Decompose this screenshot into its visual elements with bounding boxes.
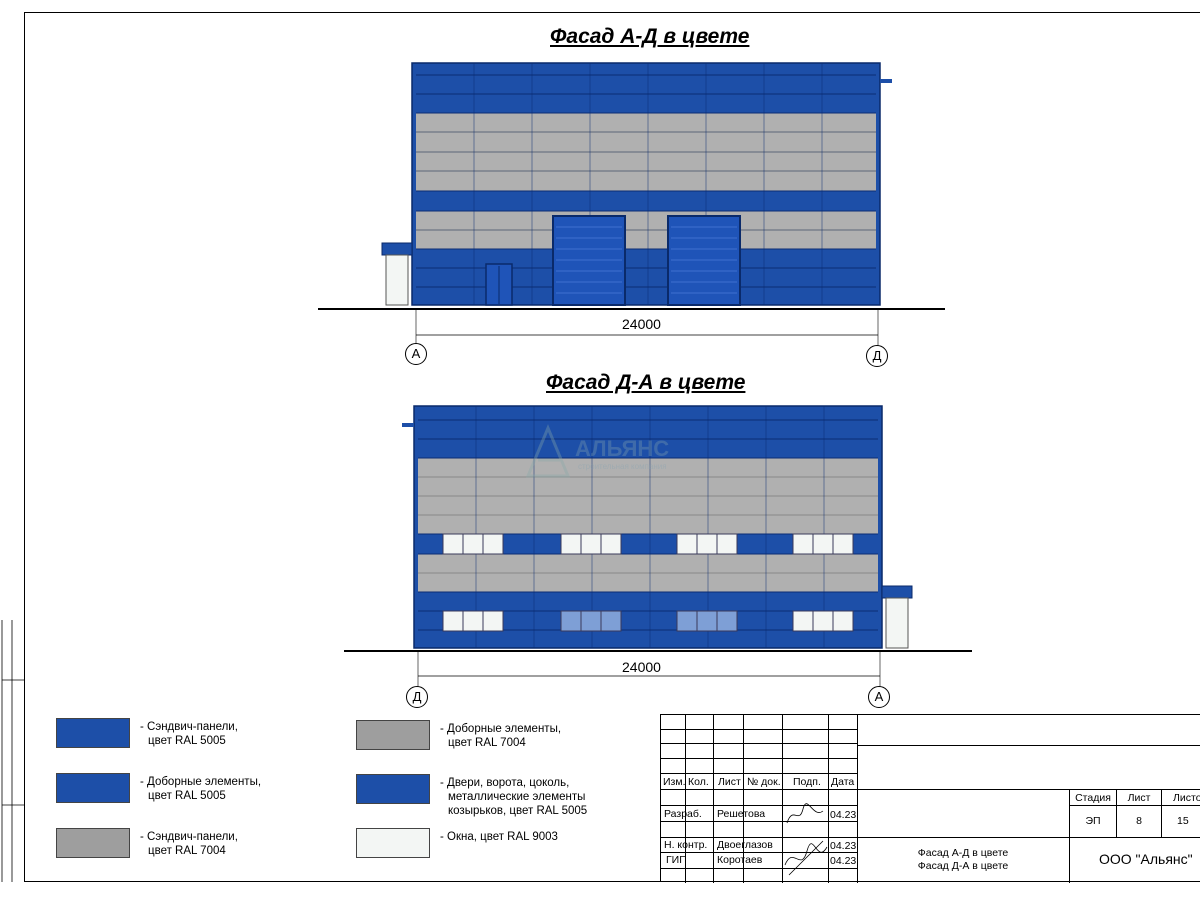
- row-name: Двоеглазов: [717, 839, 773, 851]
- company-watermark: АЛЬЯНС строительная компания: [520, 420, 700, 480]
- legend-swatch: [56, 773, 130, 803]
- legend-line: - Доборные элементы,: [440, 723, 562, 735]
- legend-line: цвет RAL 5005: [148, 735, 226, 747]
- facade-bottom-title: Фасад Д-А в цвете: [546, 371, 746, 394]
- title-block: Изм. Кол. Лист № док. Подп. Дата Разраб.…: [660, 714, 1200, 883]
- watermark-subtitle: строительная компания: [578, 462, 667, 471]
- facade-bottom-axis-right: А: [868, 686, 890, 708]
- row-date: 04.23: [830, 855, 857, 867]
- row-role: ГИП: [666, 854, 687, 866]
- facade-top-title: Фасад А-Д в цвете: [550, 25, 750, 48]
- legend-line: - Сэндвич-панели,: [140, 831, 238, 843]
- facade-bottom-porch: [881, 585, 913, 649]
- header-data: Дата: [831, 776, 855, 788]
- legend-item: - Сэндвич-панели, цвет RAL 7004: [56, 828, 238, 858]
- stage-value: ЭП: [1085, 815, 1101, 827]
- header-list: Лист: [718, 776, 741, 788]
- facade-top-dimension: 24000: [622, 316, 661, 332]
- legend-line: козырьков, цвет RAL 5005: [448, 805, 588, 817]
- legend-swatch: [356, 720, 430, 750]
- sheets-label: Листов: [1173, 792, 1200, 804]
- drawing-frame: [24, 12, 1200, 882]
- row-date: 04.23: [830, 809, 857, 821]
- windows-lower: [442, 610, 854, 632]
- row-role: Н. контр.: [664, 839, 708, 851]
- legend-line: - Окна, цвет RAL 9003: [440, 831, 558, 843]
- legend-line: цвет RAL 5005: [148, 790, 226, 802]
- row-role: Разраб.: [664, 808, 702, 820]
- facade-bottom-dimension: 24000: [622, 659, 661, 675]
- gate-right: [667, 215, 741, 306]
- facade-bottom-building: [402, 405, 883, 649]
- facade-bottom-axis-left: Д: [406, 686, 428, 708]
- header-podp: Подп.: [793, 776, 821, 788]
- doc-title-2: Фасад Д-А в цвете: [917, 860, 1009, 872]
- legend-line: цвет RAL 7004: [448, 737, 526, 749]
- legend-swatch: [356, 828, 430, 858]
- sheets-value: 15: [1177, 815, 1189, 827]
- header-kol: Кол.: [688, 776, 709, 788]
- legend-line: - Двери, ворота, цоколь,: [440, 777, 570, 789]
- legend-item: - Доборные элементы, цвет RAL 5005: [56, 773, 261, 803]
- legend-line: - Сэндвич-панели,: [140, 721, 238, 733]
- sheet-value: 8: [1136, 815, 1142, 827]
- legend-swatch: [56, 718, 130, 748]
- row-name: Коротаев: [717, 854, 763, 866]
- legend-item: - Доборные элементы, цвет RAL 7004: [356, 720, 561, 750]
- facade-top-porch: [381, 242, 413, 306]
- legend-swatch: [56, 828, 130, 858]
- legend-item: - Сэндвич-панели, цвет RAL 5005: [56, 718, 238, 748]
- legend-swatch: [356, 774, 430, 804]
- row-date: 04.23: [830, 840, 857, 852]
- stage-label: Стадия: [1075, 792, 1111, 804]
- binding-strip: [1, 620, 24, 882]
- windows-upper: [442, 533, 854, 555]
- watermark-name: АЛЬЯНС: [575, 436, 670, 461]
- facade-top-building: [411, 62, 892, 306]
- legend-line: цвет RAL 7004: [148, 845, 226, 857]
- row-name: Решетова: [717, 808, 766, 820]
- doc-title-1: Фасад А-Д в цвете: [917, 847, 1009, 859]
- legend-line: - Доборные элементы,: [140, 776, 262, 788]
- header-izm: Изм.: [663, 776, 686, 788]
- gate-left: [552, 215, 626, 306]
- facade-top-drawing: [318, 62, 945, 347]
- legend-item: - Окна, цвет RAL 9003: [356, 828, 558, 858]
- header-doc: № док.: [747, 776, 781, 788]
- sheet-label: Лист: [1127, 792, 1151, 804]
- signature-marks: [784, 803, 828, 876]
- facade-top-axis-right: Д: [866, 345, 888, 367]
- facade-bottom-drawing: [344, 405, 972, 688]
- facade-top-axis-left: А: [405, 343, 427, 365]
- legend-line: металлические элементы: [448, 791, 586, 803]
- legend-item: - Двери, ворота, цоколь, металлические эл…: [356, 774, 587, 818]
- company-name: ООО "Альянс": [1099, 851, 1193, 867]
